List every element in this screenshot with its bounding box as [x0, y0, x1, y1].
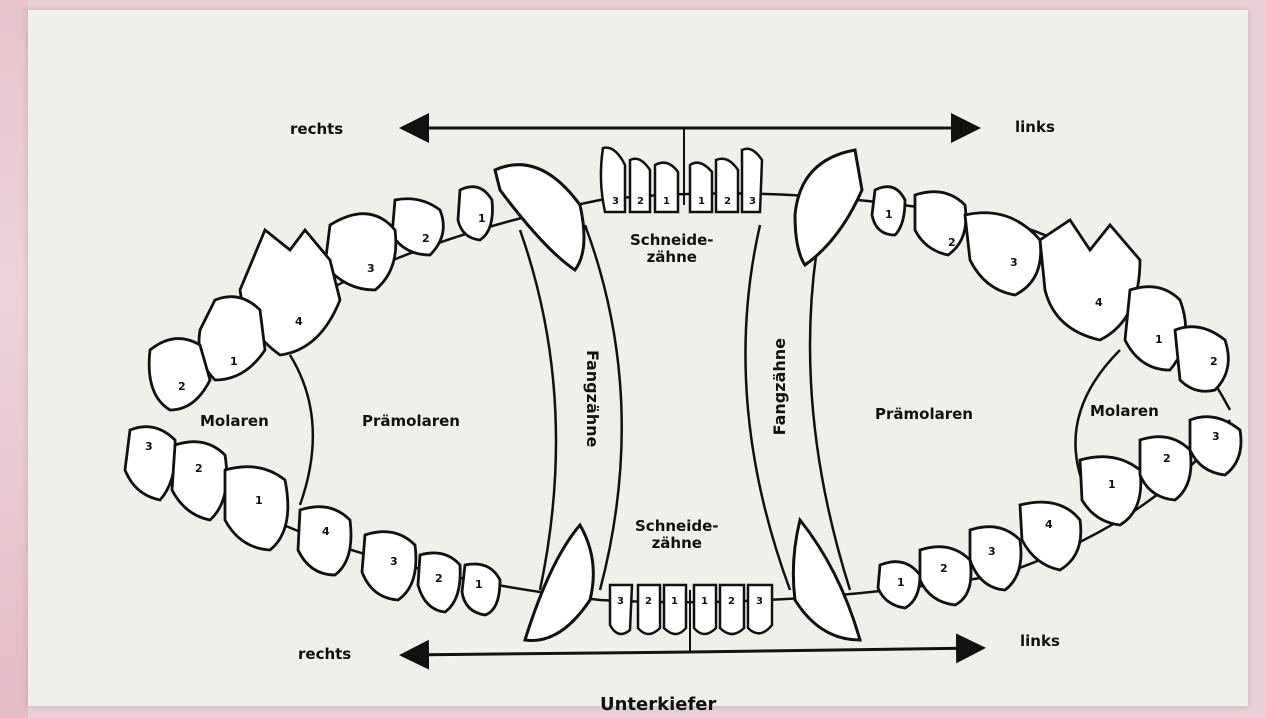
tooth-number: 2	[948, 236, 956, 249]
upper-right-teeth	[872, 187, 1228, 392]
tooth-number: 4	[1045, 518, 1053, 531]
tooth-number: 3	[1010, 256, 1018, 269]
tooth-number: 2	[435, 572, 443, 585]
tooth-number: 1	[698, 196, 705, 207]
tooth-number: 1	[885, 208, 893, 221]
tooth-number: 1	[475, 578, 483, 591]
tooth-number: 3	[367, 262, 375, 275]
tooth-number: 2	[637, 196, 644, 207]
label-premolars-right: Prämolaren	[875, 405, 973, 423]
tooth-number: 3	[756, 596, 763, 607]
tooth-number: 1	[897, 576, 905, 589]
tooth-number: 3	[390, 555, 398, 568]
tooth-number: 2	[195, 462, 203, 475]
tooth-number: 1	[701, 596, 708, 607]
label-molars-right: Molaren	[1090, 402, 1159, 420]
label-links-top: links	[1015, 118, 1055, 136]
tooth-number: 2	[1210, 355, 1218, 368]
label-canines-left: Fangzähne	[583, 350, 602, 447]
tooth-number: 2	[728, 596, 735, 607]
tooth-number: 1	[1155, 333, 1163, 346]
label-rechts-bottom: rechts	[298, 645, 351, 663]
tooth-number: 3	[988, 545, 996, 558]
tooth-number: 2	[1163, 452, 1171, 465]
upper-incisors	[601, 148, 762, 212]
tooth-number: 3	[1212, 430, 1220, 443]
label-rechts-top: rechts	[290, 120, 343, 138]
tooth-number: 1	[478, 212, 486, 225]
tooth-number: 3	[612, 196, 619, 207]
tooth-number: 1	[663, 196, 670, 207]
upper-left-teeth	[149, 187, 492, 410]
tooth-number: 3	[617, 596, 624, 607]
tooth-number: 2	[645, 596, 652, 607]
tooth-number: 2	[724, 196, 731, 207]
tooth-number: 1	[1108, 478, 1116, 491]
label-premolars-left: Prämolaren	[362, 412, 460, 430]
tooth-number: 4	[295, 315, 303, 328]
lower-right-teeth	[878, 417, 1241, 608]
tooth-number: 4	[322, 525, 330, 538]
tooth-number: 3	[145, 440, 153, 453]
tooth-number: 4	[1095, 296, 1103, 309]
label-canines-right: Fangzähne	[770, 338, 789, 435]
label-incisors-lower: Schneide- zähne	[635, 518, 719, 552]
label-molars-left: Molaren	[200, 412, 269, 430]
tooth-number: 3	[749, 196, 756, 207]
tooth-number: 2	[940, 562, 948, 575]
tooth-number: 2	[422, 232, 430, 245]
label-incisors-upper: Schneide- zähne	[630, 232, 714, 266]
label-unterkiefer: Unterkiefer	[600, 694, 716, 715]
tooth-number: 1	[230, 355, 238, 368]
tooth-number: 1	[255, 494, 263, 507]
tooth-number: 1	[671, 596, 678, 607]
label-links-bottom: links	[1020, 632, 1060, 650]
tooth-number: 2	[178, 380, 186, 393]
